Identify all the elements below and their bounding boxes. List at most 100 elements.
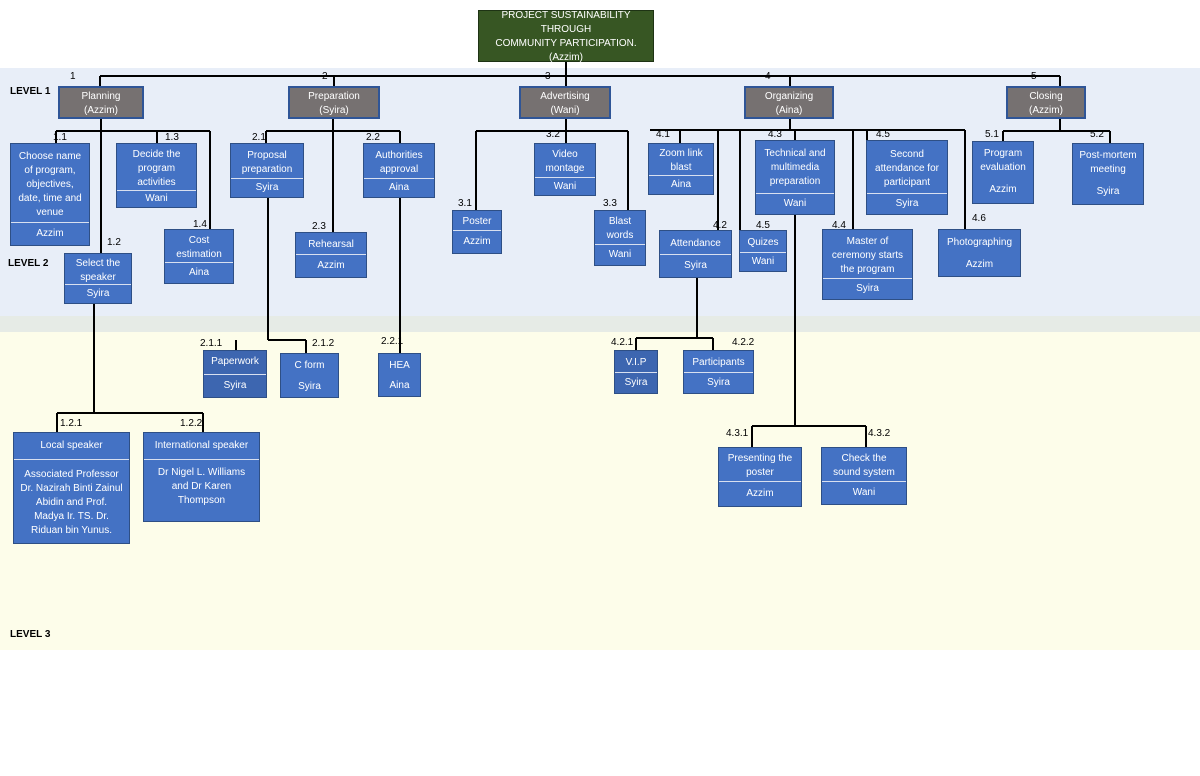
task-label: evaluation [980, 162, 1026, 173]
task-3-2[interactable]: Video montage Wani [534, 143, 596, 196]
phase-closing[interactable]: Closing(Azzim) [1006, 86, 1086, 119]
task-label: Proposal [247, 150, 287, 161]
task-number: 1.4 [193, 219, 207, 230]
task-4-5-quizes[interactable]: Quizes Wani [739, 230, 787, 272]
task-owner: Aina [649, 175, 713, 194]
task-label: Post-mortem [1079, 150, 1137, 161]
task-label: date, time and [18, 192, 82, 204]
task-number: 4.3.2 [868, 428, 891, 439]
phase-number: 5 [1031, 71, 1037, 82]
task-number: 4.1 [656, 129, 670, 140]
task-number: 2.1.2 [312, 338, 335, 349]
speaker-line: Riduan bin Yunus. [31, 525, 112, 536]
task-label: blast [670, 162, 692, 173]
phase-organizing[interactable]: Organizing(Aina) [744, 86, 834, 119]
task-4-2-1[interactable]: V.I.P Syira [614, 350, 658, 394]
task-2-1[interactable]: Proposal preparation Syira [230, 143, 304, 198]
task-label: preparation [769, 176, 821, 187]
speaker-line: and Dr Karen [171, 481, 232, 492]
task-owner: Azzim [11, 222, 89, 245]
task-number: 5.1 [985, 129, 999, 140]
task-owner: Wani [756, 193, 834, 214]
task-1-2-2-international-speaker[interactable]: International speaker Dr Nigel L. Willia… [143, 432, 260, 522]
task-4-5-second-attendance[interactable]: Second attendance for participant Syira [866, 140, 948, 215]
task-2-1-1[interactable]: Paperwork Syira [203, 350, 267, 398]
task-label: Attendance [670, 238, 721, 249]
task-label: preparation [241, 164, 293, 175]
speaker-line: Madya Ir. TS. Dr. [34, 511, 109, 522]
root-owner: (Azzim) [549, 52, 583, 63]
phase-advertising[interactable]: Advertising(Wani) [519, 86, 611, 119]
phase-number: 2 [322, 71, 328, 82]
speaker-details: Dr Nigel L. Williams and Dr Karen Thomps… [144, 459, 259, 523]
task-owner: Syira [867, 193, 947, 214]
task-1-3[interactable]: Decide the program activities Wani [116, 143, 197, 208]
task-label: program [137, 163, 176, 174]
task-number: 2.1 [252, 132, 266, 143]
task-label: sound system [833, 467, 895, 478]
task-4-3-2[interactable]: Check the sound system Wani [821, 447, 907, 505]
task-owner: Azzim [965, 259, 994, 270]
task-label: Choose name [18, 150, 82, 162]
task-2-2-1[interactable]: HEA Aina [378, 353, 421, 397]
task-number: 1.2.1 [60, 418, 83, 429]
task-1-2-1-local-speaker[interactable]: Local speaker Associated Professor Dr. N… [13, 432, 130, 544]
phase-title: Preparation [308, 91, 360, 102]
task-number: 2.1.1 [200, 338, 223, 349]
task-4-1[interactable]: Zoom link blast Aina [648, 143, 714, 195]
task-owner: Syira [615, 372, 657, 393]
task-3-3[interactable]: Blast words Wani [594, 210, 646, 266]
task-label: Authorities [375, 150, 423, 161]
root-title-line2: COMMUNITY PARTICIPATION. [495, 38, 637, 49]
task-number: 4.2.1 [611, 337, 634, 348]
project-root[interactable]: PROJECT SUSTAINABILITY THROUGH COMMUNITY… [478, 10, 654, 63]
band-separator [0, 316, 1200, 332]
speaker-line: Dr. Nazirah Binti Zainul [20, 483, 123, 494]
task-label: montage [545, 163, 585, 174]
task-4-3[interactable]: Technical and multimedia preparation Wan… [755, 140, 835, 215]
task-number: 4.2 [713, 220, 727, 231]
task-label: Quizes [747, 237, 779, 248]
task-owner: Wani [740, 252, 786, 271]
task-owner: Azzim [989, 184, 1017, 195]
phase-preparation[interactable]: Preparation(Syira) [288, 86, 380, 119]
task-label: speaker [80, 272, 116, 283]
task-2-2[interactable]: Authorities approval Aina [363, 143, 435, 198]
phase-title: Closing [1029, 91, 1063, 102]
task-4-3-1[interactable]: Presenting the poster Azzim [718, 447, 802, 507]
task-number: 1.2.2 [180, 418, 203, 429]
task-5-2[interactable]: Post-mortem meeting Syira [1072, 143, 1144, 205]
phase-title: Planning [81, 91, 121, 102]
speaker-line: Associated Professor [24, 469, 119, 480]
task-3-1[interactable]: Poster Azzim [452, 210, 502, 254]
task-2-3[interactable]: Rehearsal Azzim [295, 232, 367, 278]
task-1-2[interactable]: Select the speaker Syira [64, 253, 132, 304]
task-1-4[interactable]: Cost estimation Aina [164, 229, 234, 284]
task-4-6[interactable]: Photographing Azzim [938, 229, 1021, 277]
phase-title: Organizing [764, 91, 814, 102]
task-owner: Syira [684, 372, 753, 393]
task-number: 3.3 [603, 198, 617, 209]
task-4-2-2[interactable]: Participants Syira [683, 350, 754, 394]
speaker-line: Thompson [177, 495, 226, 506]
task-label: V.I.P [625, 357, 647, 368]
task-number: 2.3 [312, 221, 326, 232]
task-label: Blast [608, 216, 632, 227]
task-label: poster [746, 467, 774, 478]
task-4-2[interactable]: Attendance Syira [659, 230, 732, 278]
task-5-1[interactable]: Program evaluation Azzim [972, 141, 1034, 204]
task-owner: Syira [1096, 186, 1120, 197]
phase-planning[interactable]: Planning(Azzim) [58, 86, 144, 119]
task-number: 2.2.1 [381, 336, 404, 347]
speaker-details: Associated Professor Dr. Nazirah Binti Z… [14, 459, 129, 546]
task-number: 4.2.2 [732, 337, 755, 348]
task-number: 5.2 [1090, 129, 1104, 140]
task-label: Participants [692, 357, 745, 368]
task-1-1[interactable]: Choose name of program, objectives, date… [10, 143, 90, 246]
task-2-1-2[interactable]: C form Syira [280, 353, 339, 398]
task-4-4[interactable]: Master of ceremony starts the program Sy… [822, 229, 913, 300]
task-owner: Azzim [453, 230, 501, 253]
task-label: Second [890, 149, 924, 160]
phase-number: 1 [70, 71, 76, 82]
task-label: words [606, 230, 634, 241]
